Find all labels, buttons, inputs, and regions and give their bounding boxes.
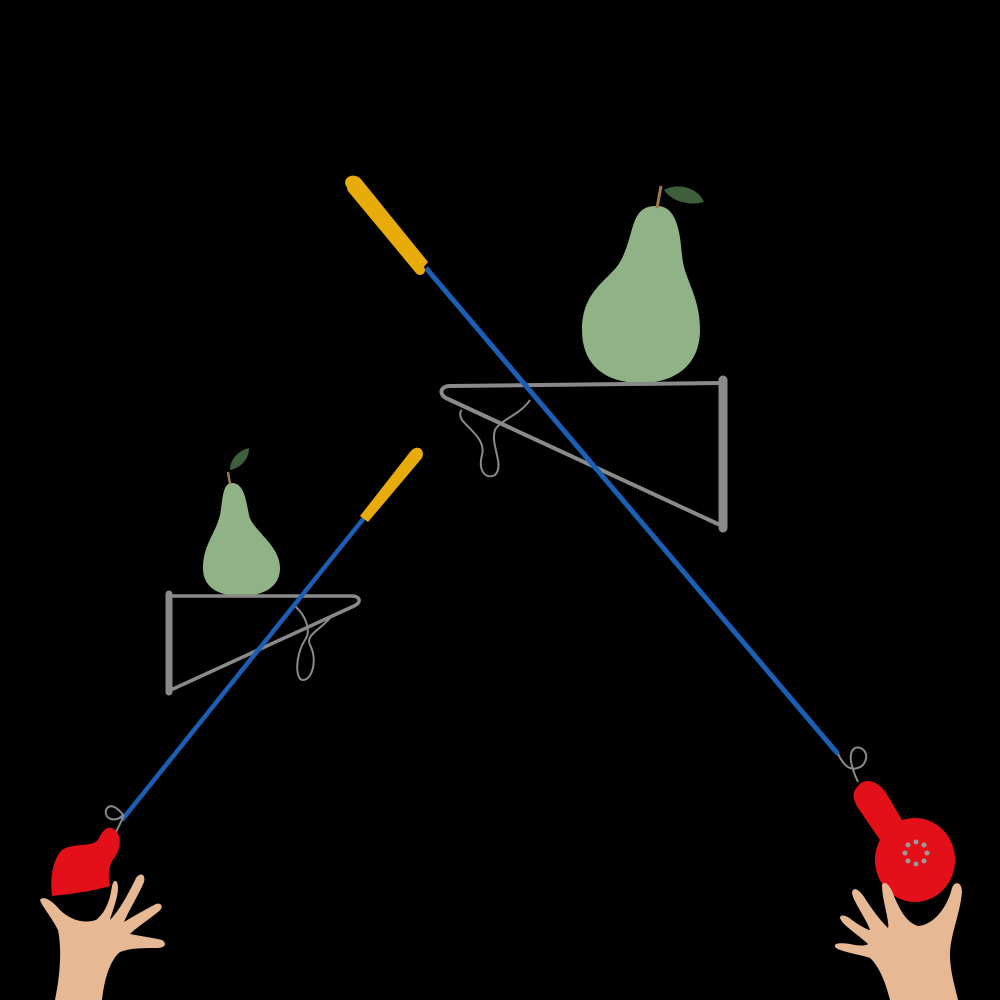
small-stick [104, 447, 423, 833]
pear-stem [226, 471, 232, 485]
small-pear [203, 448, 280, 596]
pear-leaf [664, 186, 704, 204]
pear-stem [655, 185, 663, 209]
blue-rod [424, 266, 840, 756]
string-loop [837, 746, 868, 783]
yellow-handle [345, 175, 428, 271]
yellow-handle [360, 447, 423, 522]
right-hand [834, 882, 962, 1000]
string-loop [104, 805, 125, 833]
red-cap [51, 827, 120, 896]
small-shelf-bracket [165, 590, 361, 696]
large-shelf-bracket [439, 375, 728, 533]
red-hair-dryer [853, 781, 955, 902]
pear-leaf [230, 448, 249, 470]
blue-rod [120, 516, 366, 822]
large-pear [582, 185, 704, 383]
dryer-vent-dots [902, 839, 930, 867]
large-stick [345, 175, 868, 783]
left-hand [40, 874, 165, 1000]
